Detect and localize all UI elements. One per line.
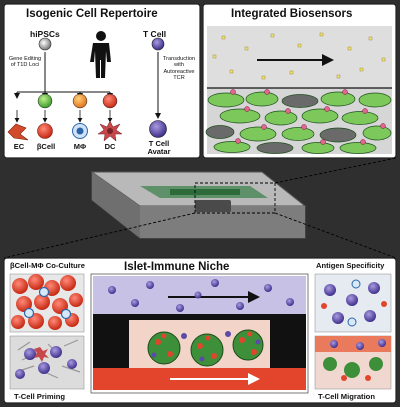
t-cell-source-icon [151,37,165,51]
priming-label: T-Cell Priming [14,392,66,401]
t-cell-avatar-icon [149,120,167,138]
zoom-connectors [3,157,397,259]
specificity-cells [321,279,387,327]
migration-cells [323,339,386,381]
cell-layer [205,91,392,154]
biosensor-particles [212,32,386,80]
cell-label-beta: βCell [36,142,56,151]
migration-label: T-Cell Migration [318,392,375,401]
stem-cell-icon [38,37,52,51]
beta-cell-icon [37,123,53,139]
cell-label-ec: EC [13,142,25,151]
tcell-avatar-label: T Cell Avatar [147,139,171,156]
biosensors-title: Integrated Biosensors [231,8,353,20]
circulating-immune-cells [108,279,294,312]
hipscs-label: hiPSCs [30,29,60,39]
cell-label-macrophage: MΦ [73,142,87,151]
human-silhouette-icon [90,31,111,78]
ipsc-orange-icon [72,93,88,109]
dendritic-cell-icon [97,120,123,142]
gene-editing-label: Gene Editing of T1D Loci [8,56,42,69]
macrophage-icon [72,123,88,139]
tcell-source-label: T Cell [143,29,167,39]
repertoire-panel [3,3,201,159]
niche-panel [3,257,397,404]
priming-cells [15,339,81,379]
ipsc-green-icon [37,93,53,109]
ipsc-red-icon [102,93,118,109]
coculture-cells [11,274,83,330]
endothelial-cell-icon [7,123,29,141]
repertoire-title: Isogenic Cell Repertoire [26,8,158,20]
sensor-markers [230,89,386,145]
specificity-label: Antigen Specificity [316,261,385,270]
microfluidic-chip-icon [90,171,307,239]
coculture-label: βCell-MΦ Co-Culture [10,261,85,270]
islet-organoids [147,329,264,367]
niche-title: Islet-Immune Niche [124,261,230,273]
biosensors-panel [202,3,397,159]
cell-label-dc: DC [104,142,116,151]
transduction-label: Transduction with Autoreactive TCR [162,56,196,82]
